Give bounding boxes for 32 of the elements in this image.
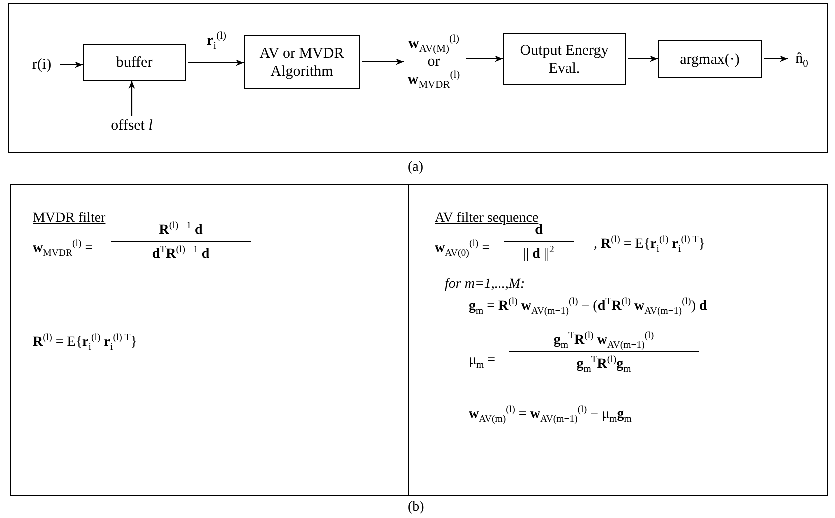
signal-label: offset l (100, 116, 164, 136)
arrow (128, 81, 136, 116)
formula-panel (10, 184, 409, 496)
formula: w$_{AV(m)}$$^{(l)}$ = w$_{AV(m−1)}$$^{(l)}$ − μ$_{m}$g$_{m}$ (469, 407, 632, 423)
formula: w$_{AV(0)}$$^{(l)}$ = (435, 241, 490, 257)
panel-heading: MVDR filter (33, 211, 106, 227)
arrow (362, 58, 404, 66)
formula: μ$_{m}$ = (469, 353, 496, 369)
signal-label: n̂$_{0}$ (788, 48, 816, 70)
formula: g$_{m}$ = R$^{(l)}$ w$_{AV(m−1)}$$^{(l)}$ − (d$^{T}$R$^{(l)}$ w$_{AV(m−1)}$$^{(l)}$) d (469, 299, 708, 315)
panel-caption: (a) (408, 160, 424, 176)
fraction-denominator: g$_{m}$$^{T}$R$^{(l)}$g$_{m}$ (576, 357, 632, 373)
process-box: AV or MVDR Algorithm (244, 35, 360, 89)
process-box: Output Energy Eval. (503, 33, 626, 85)
fraction-denominator: d$^{T}$R$^{(l) −1}$ d (151, 247, 211, 263)
process-box: buffer (83, 44, 186, 81)
arrow (764, 56, 788, 62)
arrow (188, 60, 244, 66)
process-box: argmax(·) (658, 40, 762, 78)
formula: , R$^{(l)}$ = E{r$_{i}$$^{(l)}$ r$_{i}$$^{(l) T}$} (594, 237, 706, 253)
formula: w$_{MVDR}$$^{(l)}$ = (33, 241, 94, 257)
arrow (60, 62, 83, 68)
arrow (628, 56, 658, 62)
fraction-denominator: || d ||$^{2}$ (522, 247, 556, 263)
loop-heading: for m=1,...,M: (445, 277, 526, 293)
fraction-numerator: R$^{(l) −1}$ d (111, 223, 251, 242)
arrow (466, 56, 503, 62)
panel-heading: AV filter sequence (435, 211, 539, 226)
formula: R$^{(l)}$ = E{r$_{i}$$^{(l)}$ r$_{i}$$^{(l) T}$} (33, 335, 138, 351)
panel-caption: (b) (408, 500, 424, 516)
formula-panel (408, 184, 828, 496)
signal-label: r(i) (26, 55, 58, 75)
